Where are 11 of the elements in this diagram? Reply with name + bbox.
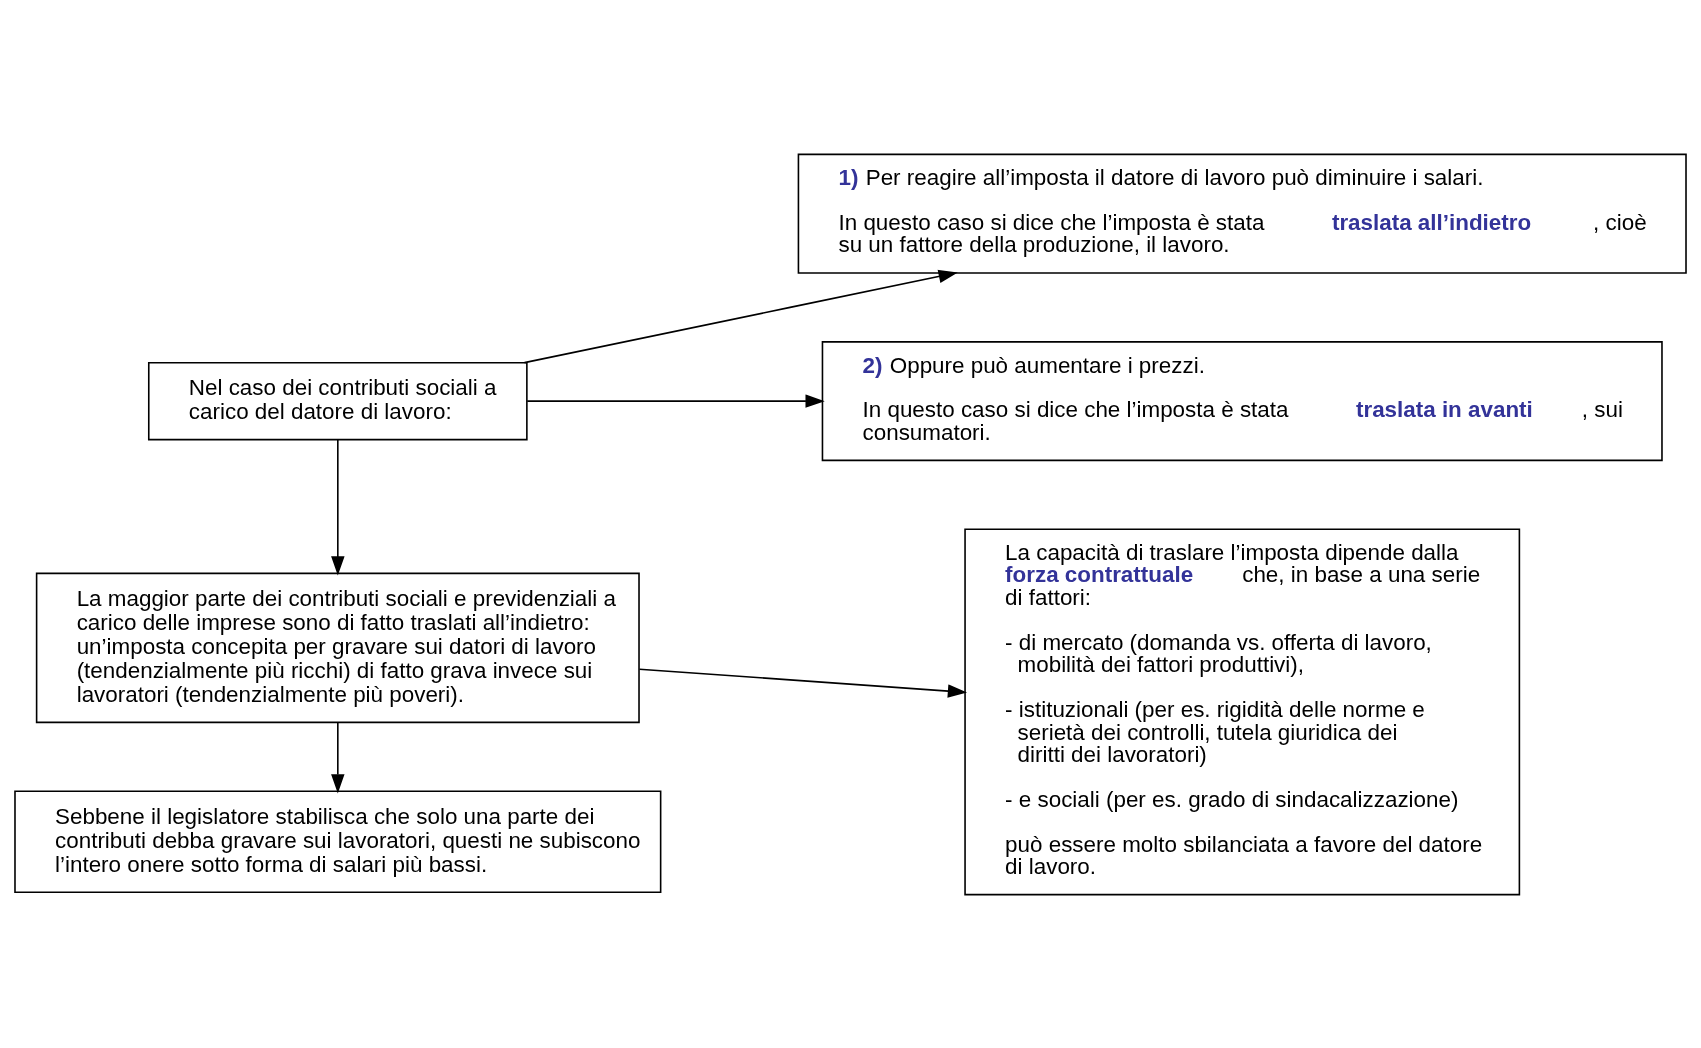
node-box: Sebbene il legislatore stabilisca che solo una parte dei contributi debba gravare sui lavoratori, questi ne subiscono l’intero onere sotto forma di salari più bassi. xyxy=(14,789,662,893)
arrow xyxy=(526,393,825,408)
node-box: La maggior parte dei contributi sociali e previdenziali a carico delle imprese sono di fatto traslati all’indietro: un’imposta concepita per gravare sui datori di lavoro (tendenzialmente più ricchi) di fatto grava invece sui lavoratori (tendenzialmente più poveri). xyxy=(35,572,640,723)
arrow xyxy=(638,667,968,698)
arrow xyxy=(523,269,958,363)
node-box: 1) Per reagire all’imposta il datore di lavoro può diminuire i salari. In questo caso si dice che l’imposta è stata traslata all’indietro, cioè su un fattore della produzione, il lavoro. xyxy=(797,153,1687,274)
arrow xyxy=(331,721,345,793)
arrow xyxy=(331,438,345,576)
node-box: 2) Oppure può aumentare i prezzi. In questo caso si dice che l’imposta è stata traslata in avanti, sui consumatori. xyxy=(821,340,1663,461)
node-box: La capacità di traslare l’imposta dipende dalla forza contrattuale che, in base a una serie di fattori: - di mercato (domanda vs. offerta di lavoro, mobilità dei fattori produttivi), - istituzionali (per es. rigidità delle norme e serietà dei controlli, tutela giuridica dei diritti dei lavoratori) - e sociali (per es. grado di sindacalizzazione) può essere molto sbilanciata a favore del datore di lavoro. xyxy=(964,528,1521,895)
node-box: Nel caso dei contributi sociali a carico del datore di lavoro: xyxy=(147,361,528,440)
